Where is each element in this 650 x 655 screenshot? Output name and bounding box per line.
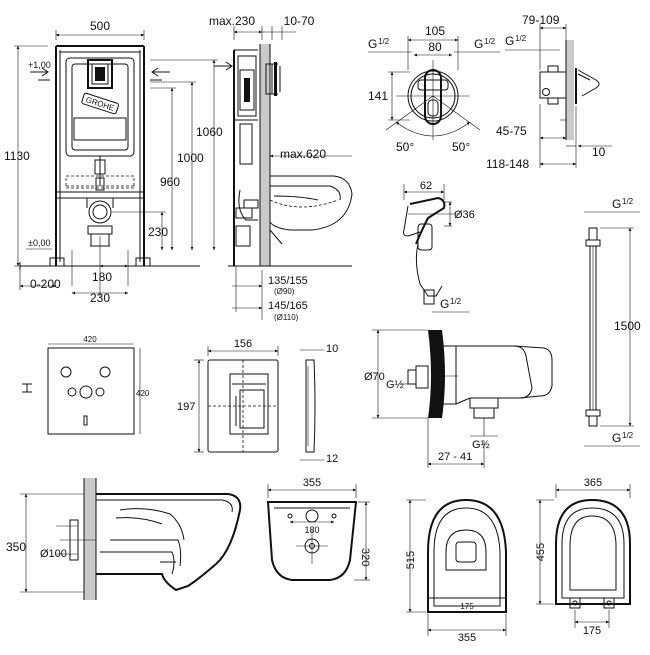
pad-dim-width: 420	[83, 335, 97, 344]
dim-118-148: 118-148	[486, 157, 529, 171]
dim-1500: 1500	[614, 319, 641, 333]
bowl-back-dim-180: 180	[304, 525, 319, 535]
dim-500: 500	[90, 19, 110, 33]
bowl-top-dim-515: 515	[405, 551, 417, 569]
flush-plate-dimensions: 156 197 10 12	[177, 338, 338, 465]
dim-80: 80	[428, 40, 442, 54]
dim-10-70: 10-70	[284, 14, 315, 28]
hand-sprayer-dimensions: 62 Ø36 G 1/2	[403, 180, 475, 313]
plate-dim-156: 156	[234, 338, 252, 350]
bowl-top-view	[427, 498, 507, 613]
frame-dimensions: 500 +1,00 ±0,00 1130 1060 1000 960 230 1…	[4, 19, 223, 305]
dim-max620: max.620	[280, 147, 326, 161]
dim-50-left: 50°	[396, 140, 414, 154]
wall-elbow-view	[407, 330, 553, 419]
toilet-seat-view	[555, 498, 631, 609]
mixer-front-dimensions: 105 80 G 1/2 G 1/2 141 50° 50°	[368, 24, 500, 154]
dim-0-200: 0-200	[30, 277, 61, 291]
frame-side-dimensions: max.230 10-70 max.620 135/155 (Ø90) 145/…	[209, 14, 352, 322]
bowl-dim-350: 350	[6, 540, 26, 554]
hose-g-top-fraction: 1/2	[622, 197, 634, 206]
hose-g-bottom: G	[612, 431, 621, 445]
dim-141: 141	[368, 89, 388, 103]
seat-dim-455: 455	[535, 543, 547, 561]
dim-side-10: 10	[592, 145, 606, 159]
dim-145-165: 145/165	[268, 300, 308, 312]
plate-dim-12: 12	[326, 453, 338, 465]
level-zero: ±0,00	[28, 238, 50, 248]
dim-1130: 1130	[4, 149, 30, 163]
mixer-side-view	[539, 40, 600, 140]
dim-105: 105	[425, 24, 445, 38]
dim-230-inner: 230	[148, 225, 168, 239]
seat-dim-175: 175	[583, 625, 601, 637]
dim-max230: max.230	[209, 14, 255, 28]
dim-62: 62	[420, 180, 432, 192]
dim-d36: Ø36	[454, 209, 475, 221]
dim-45-75: 45-75	[496, 124, 527, 138]
dim-d90: (Ø90)	[274, 287, 295, 296]
dim-1000: 1000	[177, 151, 204, 165]
bowl-top-dim-355: 355	[458, 632, 476, 644]
hose-dimensions: G 1/2 1500 G 1/2	[584, 197, 641, 447]
bowl-side-dimensions: 350 Ø100	[6, 493, 84, 593]
bowl-side-view	[60, 478, 242, 600]
sprayer-g-fraction: 1/2	[450, 297, 462, 306]
dim-79-109: 79-109	[522, 13, 560, 27]
g-left-fraction: 1/2	[378, 37, 390, 46]
bowl-top-dim-175: 175	[460, 602, 474, 611]
dim-50-right: 50°	[452, 140, 470, 154]
elbow-dim-d70: Ø70	[364, 371, 385, 383]
bowl-dim-d100: Ø100	[40, 548, 67, 560]
side-g-fraction: 1/2	[515, 34, 527, 43]
dim-135-155: 135/155	[268, 275, 308, 287]
flush-plate-view	[207, 359, 316, 453]
hose-view	[585, 227, 601, 427]
bowl-back-dim-355: 355	[303, 477, 321, 489]
plate-dim-197: 197	[177, 401, 195, 413]
bowl-back-view	[266, 501, 358, 581]
soundproof-pad-view	[22, 347, 135, 435]
plate-dim-10: 10	[326, 343, 338, 355]
hose-g-top: G	[612, 197, 621, 211]
bowl-top-dimensions: 515 175 355	[405, 499, 507, 644]
hose-g-bottom-fraction: 1/2	[622, 431, 634, 440]
dim-960: 960	[160, 175, 180, 189]
mixer-front-view	[385, 60, 481, 140]
mixer-side-dimensions: 79-109 G 1/2 45-75 10 118-148	[486, 13, 612, 171]
sprayer-g: G	[440, 297, 449, 311]
g-left: G	[368, 37, 377, 51]
seat-dim-365: 365	[584, 477, 602, 489]
bowl-back-dim-320: 320	[359, 548, 371, 566]
pad-dim-height: 420	[136, 389, 150, 398]
dim-1060: 1060	[196, 125, 223, 139]
elbow-dim-27-41: 27 - 41	[438, 451, 472, 463]
dim-230-bottom: 230	[90, 291, 110, 305]
wall-elbow-dimensions: Ø70 G½ G½ 27 - 41	[364, 329, 498, 468]
soundproof-pad-dimensions: 420 420	[48, 335, 150, 434]
bowl-back-dimensions: 355 180 320	[267, 477, 371, 581]
toilet-seat-dimensions: 365 455 175	[535, 477, 631, 637]
g-right: G	[474, 37, 483, 51]
dim-180: 180	[92, 270, 112, 284]
g-right-fraction: 1/2	[484, 37, 496, 46]
side-g: G	[505, 34, 514, 48]
elbow-g-bottom: G½	[472, 439, 490, 451]
elbow-g-left: G½	[386, 379, 404, 391]
level-plus-100: +1,00	[28, 60, 51, 70]
hand-sprayer-view	[403, 196, 460, 305]
frame-front-view: GROHE	[19, 45, 200, 270]
dim-d110: (Ø110)	[274, 313, 299, 322]
